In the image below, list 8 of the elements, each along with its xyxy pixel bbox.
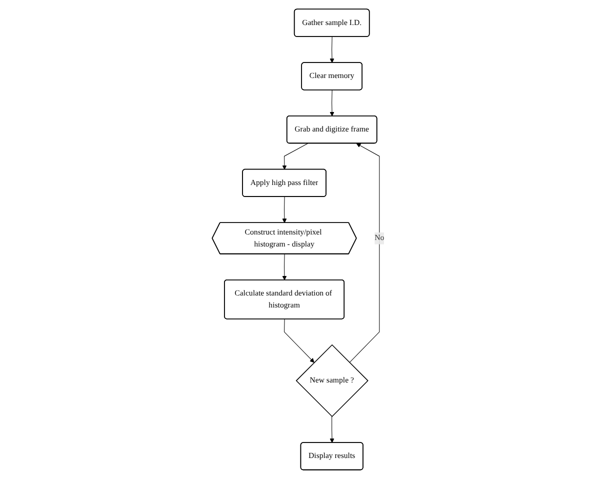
arrow xyxy=(284,318,315,363)
arrow xyxy=(330,90,335,116)
arrow xyxy=(330,36,335,63)
arrow xyxy=(282,254,288,280)
arrow xyxy=(350,143,380,363)
arrow xyxy=(330,416,335,443)
arrow xyxy=(282,196,288,224)
arrow xyxy=(282,143,308,170)
